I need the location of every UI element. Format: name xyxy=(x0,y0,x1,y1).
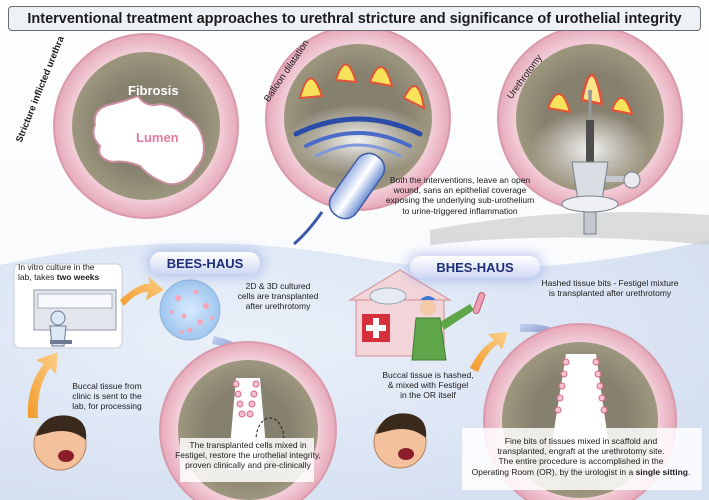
lumen-shape xyxy=(92,94,205,186)
arrow-to-or xyxy=(470,332,508,372)
arrow-up-to-lab xyxy=(27,352,58,418)
note-buccal-lab: Buccal tissue from clinic is sent to the… xyxy=(52,381,162,412)
note-bhes-result-line-1: Fine bits of tissues mixed in scaffold a… xyxy=(504,436,658,446)
note-buccal-or-line-3: in the OR itself xyxy=(400,390,456,401)
bhes-haus-label: BHES-HAUS xyxy=(410,256,540,278)
bees-haus-label: BEES-HAUS xyxy=(150,252,260,274)
note-cultured-line-3: after urethrotomy xyxy=(245,301,311,312)
note-bhes-result: Fine bits of tissues mixed in scaffold a… xyxy=(466,436,696,477)
note-invitro-line-2: lab, takes xyxy=(18,272,57,283)
note-invitro: In vitro culture in the lab, takes two w… xyxy=(18,262,99,282)
stricture-cross-section xyxy=(53,33,239,219)
label-lumen: Lumen xyxy=(136,130,179,145)
note-bees-result-line-3: proven clinically and pre-clinically xyxy=(185,460,311,471)
lab-scene xyxy=(13,263,123,349)
note-cultured-line-2: cells are transplanted xyxy=(237,291,319,302)
urethrotomy-incisions xyxy=(546,73,634,116)
note-bhes-result-end: . xyxy=(687,466,691,477)
gray-wave xyxy=(430,212,709,245)
note-interventions-line-2: wound, sans an epithelial coverage xyxy=(393,185,527,196)
dilation-waves xyxy=(293,116,423,158)
note-bhes-result-line-2: transplanted, engraft at the urethrotomy… xyxy=(497,446,665,457)
note-buccal-lab-line-2: clinic is sent to the xyxy=(72,391,142,402)
patient-face-right xyxy=(373,413,427,469)
hospital-scene xyxy=(348,269,486,361)
balloon-catheter xyxy=(293,152,386,246)
note-bhes-result-line-3: The entire procedure is accomplished in … xyxy=(498,456,664,467)
note-interventions-line-1: Both the interventions, leave an open xyxy=(389,175,531,185)
balloon-tears xyxy=(298,63,426,110)
urethrotome-instrument xyxy=(561,90,641,235)
note-invitro-bold: two weeks xyxy=(56,272,100,283)
note-bhes-result-line-4: Operating Room (OR), by the urologist in… xyxy=(471,466,636,477)
note-cultured-line-1: 2D & 3D cultured xyxy=(245,281,311,291)
note-invitro-line-1: In vitro culture in the xyxy=(18,262,95,272)
patient-face-left xyxy=(33,415,87,471)
note-buccal-or-line-2: & mixed with Festigel xyxy=(387,380,469,391)
label-fibrosis: Fibrosis xyxy=(128,83,179,98)
note-interventions-line-3: exposing the underlying sub-urothelium xyxy=(385,195,535,206)
diagram-title: Interventional treatment approaches to u… xyxy=(8,6,701,31)
note-interventions-line-4: to urine-triggered inflammation xyxy=(402,205,518,216)
note-bhes-result-bold: single sitting xyxy=(635,466,688,477)
note-buccal-lab-line-3: lab, for processing xyxy=(72,401,142,412)
note-bees-result-line-2: Festigel, restore the urothelial integri… xyxy=(175,450,321,461)
urethrotomy-cross-section xyxy=(497,25,683,235)
arrow-to-culture xyxy=(120,276,164,306)
note-bees-result-line-1: The transplanted cells mixed in xyxy=(189,440,307,450)
note-cultured-cells: 2D & 3D cultured cells are transplanted … xyxy=(218,281,338,312)
note-hashed-mix-line-1: Hashed tissue bits - Festigel mixture xyxy=(541,278,679,288)
bees-result-cross-section xyxy=(159,341,337,500)
note-interventions: Both the interventions, leave an open wo… xyxy=(362,175,558,216)
bhes-result-cross-section xyxy=(462,323,702,500)
note-buccal-or-line-1: Buccal tissue is hashed, xyxy=(382,370,474,380)
cultured-cells xyxy=(159,279,221,341)
note-bees-result: The transplanted cells mixed in Festigel… xyxy=(170,440,326,471)
note-buccal-or: Buccal tissue is hashed, & mixed with Fe… xyxy=(368,370,488,401)
note-hashed-mix: Hashed tissue bits - Festigel mixture is… xyxy=(520,278,700,298)
note-hashed-mix-line-2: is transplanted after urethrotomy xyxy=(548,288,672,299)
note-buccal-lab-line-1: Buccal tissue from xyxy=(72,381,142,391)
